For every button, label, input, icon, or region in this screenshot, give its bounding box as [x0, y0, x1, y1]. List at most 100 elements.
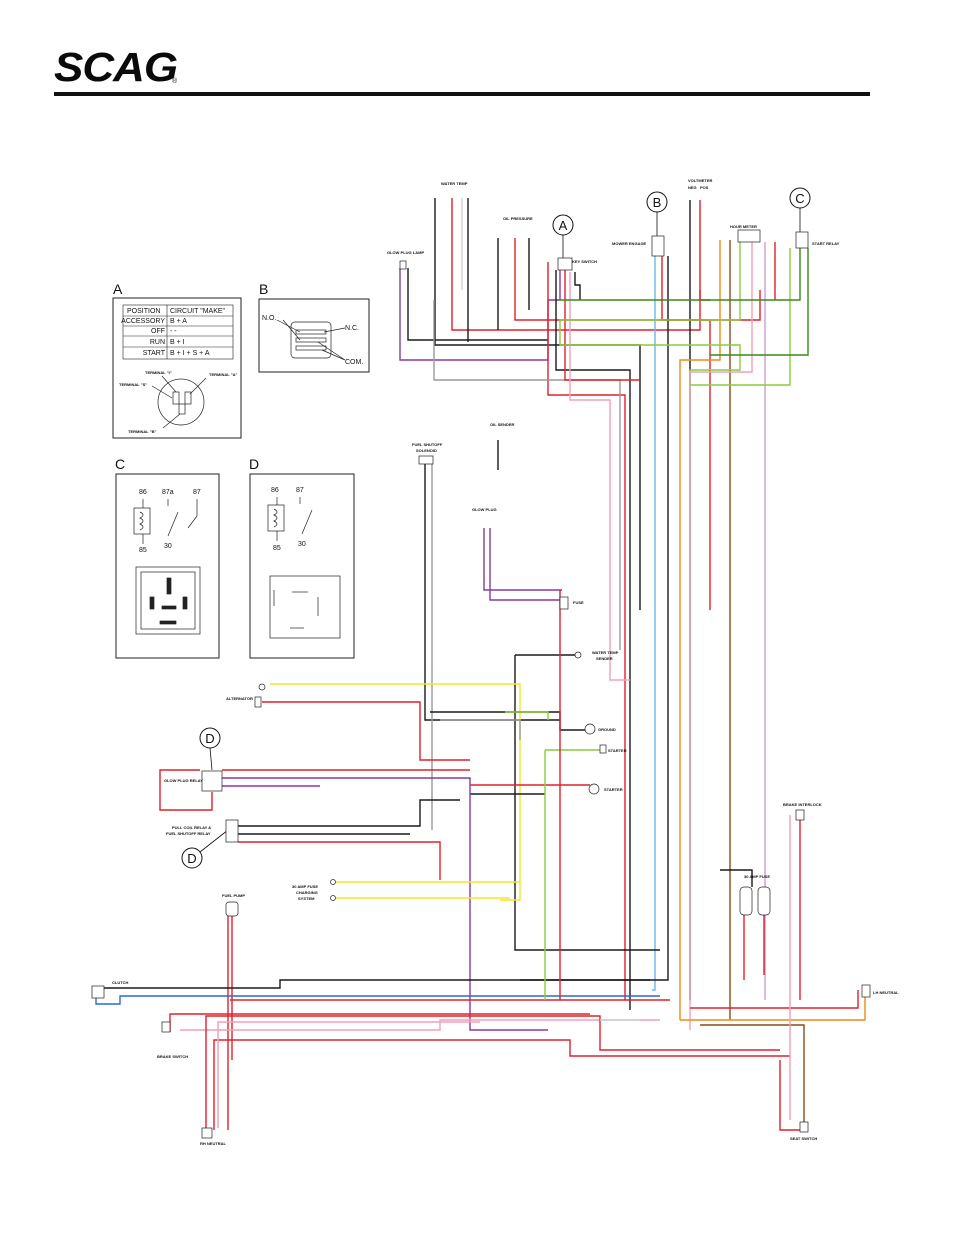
- wire-black-48: [238, 799, 460, 827]
- wire-red-37: [262, 701, 470, 761]
- label-fuel-shutoff-2: SOLENOID: [416, 448, 437, 453]
- label-water-temp: WATER TEMP: [441, 181, 468, 186]
- alternator-plug-glyph: [254, 696, 262, 708]
- wire-blue-56: [95, 993, 660, 1005]
- svg-text:D: D: [205, 731, 214, 746]
- wire-darkgreen-27: [710, 248, 809, 356]
- header-rule: [54, 92, 870, 96]
- terminal-a-label: TERMINAL "A": [209, 372, 237, 377]
- svg-text:D: D: [187, 851, 196, 866]
- wire-pink-59: [180, 1019, 660, 1031]
- pull-coil-relay-glyph: [225, 819, 239, 843]
- table-header-circuit: CIRCUIT "MAKE": [170, 308, 226, 315]
- relay-c-pin-87: 87: [193, 489, 201, 496]
- wire-darkgreen-28: [560, 248, 801, 301]
- label-start-relay: START RELAY: [812, 241, 840, 246]
- label-mower-engage: MOWER ENGAGE: [612, 241, 647, 246]
- relay-d-pin-30: 30: [298, 541, 306, 548]
- wire-pink-62: [217, 1021, 480, 1128]
- wire-red-9: [547, 262, 626, 1000]
- fuse-1-glyph: [739, 886, 753, 916]
- label-glow-plug-relay: GLOW PLUG RELAY: [164, 778, 203, 783]
- rh-neutral-glyph: [201, 1127, 213, 1139]
- terminal-i-label: TERMINAL "I": [145, 370, 172, 375]
- wire-grey-11: [433, 300, 621, 650]
- wire-yellow-36: [270, 683, 521, 901]
- wire-black-8: [407, 268, 548, 341]
- wire-red-66: [779, 1060, 800, 1131]
- wire-harness: [95, 198, 866, 1131]
- wire-grey-39: [440, 719, 521, 740]
- wire-orange-63: [680, 985, 866, 1021]
- fuse-2-glyph: [757, 886, 771, 916]
- wire-black-29: [424, 464, 560, 721]
- seat-switch-glyph: [799, 1121, 809, 1133]
- inset-a-key-switch: A POSITION CIRCUIT "MAKE" ACCESSORY B + …: [112, 281, 242, 439]
- table-row-run-make: B + I: [170, 339, 185, 346]
- label-lh-neutral: LH NEUTRAL: [873, 990, 899, 995]
- inset-c-relay-5pin: C 86 87a 87 85 30: [115, 456, 220, 659]
- wire-black-55: [104, 979, 650, 989]
- switch-no-label: N.O.: [262, 315, 276, 322]
- key-switch-glyph: [557, 257, 573, 271]
- wire-black-0: [434, 198, 641, 610]
- label-seat-switch: SEAT SWITCH: [790, 1136, 817, 1141]
- label-glow-plug: GLOW PLUG: [472, 507, 497, 512]
- starter-top-glyph: [599, 744, 607, 754]
- wire-black-38: [430, 711, 585, 731]
- label-oil-pressure: OIL PRESSURE: [503, 216, 533, 221]
- switch-com-label: COM.: [345, 359, 363, 366]
- table-row-start-make: B + I + S + A: [170, 350, 210, 357]
- brake-switch-glyph: [161, 1021, 171, 1033]
- wire-black-17: [520, 256, 669, 981]
- inset-c-letter: C: [115, 456, 125, 472]
- wire-red-47: [159, 769, 213, 811]
- wire-red-50: [238, 841, 441, 880]
- glow-plug-relay-glyph: [201, 770, 223, 792]
- label-starter-top: STARTER: [608, 748, 627, 753]
- glow-plug-lamp-glyph: [399, 260, 407, 270]
- label-voltmeter: VOLTMETER: [688, 178, 712, 183]
- label-charging-2: CHARGING: [296, 890, 318, 895]
- wire-purple-44: [222, 777, 548, 1031]
- label-starter: STARTER: [604, 787, 623, 792]
- label-fuse: FUSE: [573, 600, 584, 605]
- relay-c-pin-85: 85: [139, 547, 147, 554]
- registered-mark: ®: [172, 78, 178, 85]
- label-rh-neutral: RH NEUTRAL: [200, 1141, 227, 1146]
- ground-glyph: [584, 723, 596, 735]
- wire-red-19: [699, 200, 710, 301]
- inset-b-mower-switch: B N.O. N.C. COM.: [258, 281, 370, 373]
- wire-green-22: [559, 240, 741, 995]
- inset-d-letter: D: [249, 456, 259, 472]
- scag-logo: SCAG: [54, 45, 178, 91]
- label-30-amp-fuse: 30 AMP FUSE: [744, 874, 770, 879]
- label-pull-coil-1: PULL COIL RELAY &: [172, 825, 211, 830]
- lh-neutral-glyph: [861, 984, 871, 998]
- table-row-accessory-pos: ACCESSORY: [121, 318, 165, 325]
- label-neg: NEG: [688, 185, 697, 190]
- table-row-off-pos: OFF: [151, 328, 165, 335]
- wire-black-14: [574, 272, 581, 300]
- wire-red-1: [451, 198, 701, 331]
- wire-purple-7: [399, 268, 561, 361]
- inset-d-relay-4pin: D 86 87 85 30: [249, 456, 355, 659]
- table-row-start-pos: START: [143, 350, 166, 357]
- table-row-accessory-make: B + A: [170, 318, 187, 325]
- label-water-temp-sender-1: WATER TEMP: [592, 650, 619, 655]
- water-temp-sender-glyph: [574, 651, 582, 659]
- inset-a-letter: A: [113, 281, 123, 297]
- inset-b-letter: B: [259, 281, 268, 297]
- wire-purple-31: [483, 528, 562, 591]
- table-header-position: POSITION: [127, 308, 160, 315]
- fuel-shutoff-glyph: [418, 455, 434, 465]
- mower-engage-glyph: [651, 235, 665, 257]
- svg-text:A: A: [559, 218, 568, 233]
- relay-c-pin-30: 30: [164, 543, 172, 550]
- wire-red-16: [661, 256, 761, 321]
- svg-text:B: B: [653, 195, 662, 210]
- label-charging-1: 30 AMP FUSE: [292, 884, 318, 889]
- wire-lightblue-15: [652, 256, 656, 991]
- terminal-b-label: TERMINAL "B": [128, 429, 156, 434]
- relay-c-pin-86: 86: [139, 489, 147, 496]
